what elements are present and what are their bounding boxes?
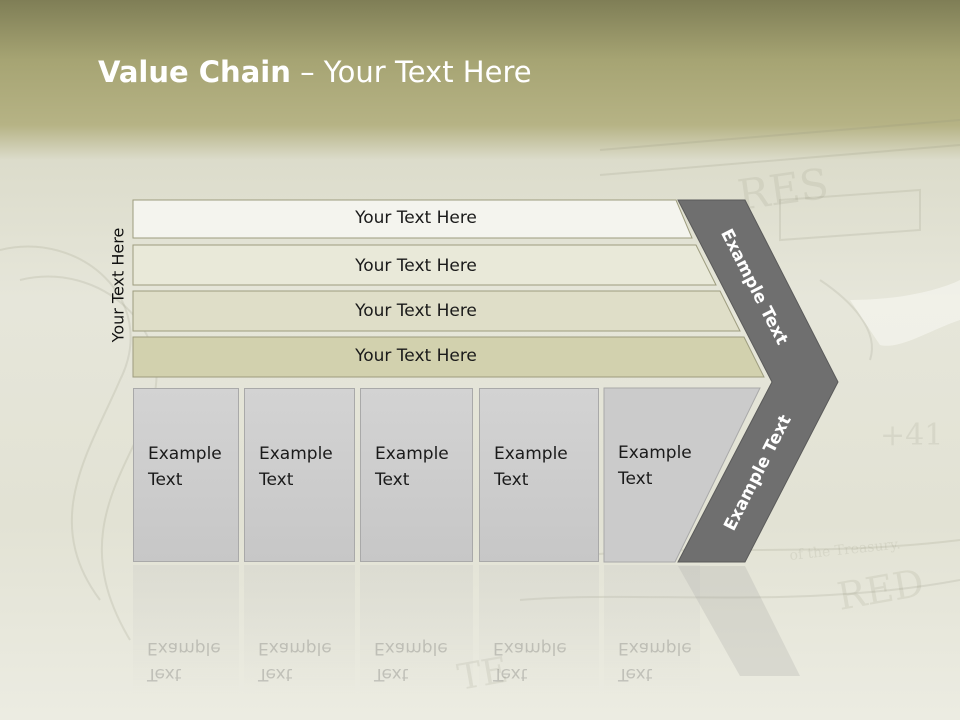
row-label-2: Your Text Here (355, 256, 477, 276)
chevron-arrow (677, 199, 839, 563)
slide-title: Value Chain – Your Text Here (98, 55, 532, 89)
svg-text:TE: TE (454, 650, 511, 699)
row-label-4: Your Text Here (355, 346, 477, 366)
svg-text:+41: +41 (880, 418, 943, 453)
row-band-3 (132, 290, 741, 332)
title-bold: Value Chain (98, 55, 291, 89)
row-band-4 (132, 336, 765, 378)
row-label-1: Your Text Here (355, 208, 477, 228)
side-label: Your Text Here (108, 227, 128, 343)
row-label-3: Your Text Here (355, 301, 477, 321)
row-band-2 (132, 244, 717, 286)
row-band-1 (132, 199, 693, 239)
title-rest: – Your Text Here (290, 55, 532, 89)
fifth-box-shape (603, 387, 761, 563)
chevron-arrow-reflection (678, 566, 800, 676)
